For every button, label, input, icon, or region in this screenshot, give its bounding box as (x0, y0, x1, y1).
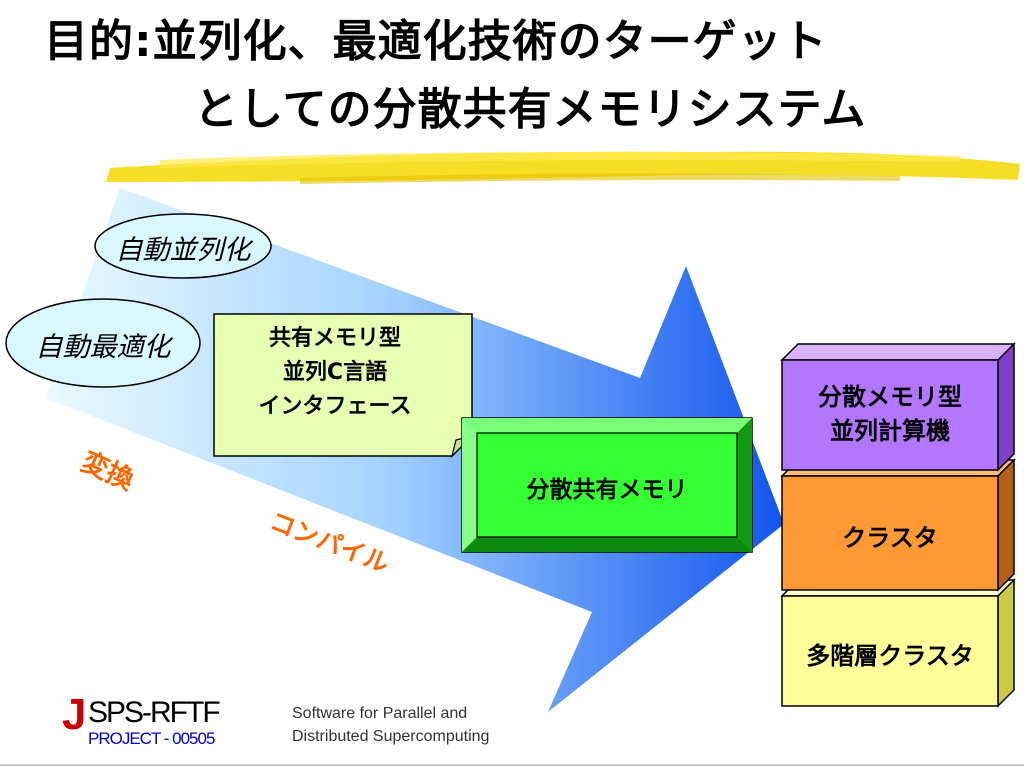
note-line-2: 並列C言語 (282, 360, 388, 385)
title-line-1: 目的:並列化、最適化技術のターゲット (44, 16, 828, 67)
center-box-frame (461, 417, 753, 553)
center-box-label: 分散共有メモリ (526, 477, 688, 503)
stack-top-line-2: 並列計算機 (830, 417, 950, 445)
footer-divider (0, 764, 1024, 766)
stack-middle-box (780, 458, 1016, 592)
footer-caption-line-1: Software for Parallel and (292, 705, 468, 722)
title-line-2: としての分散共有メモリシステム (194, 84, 867, 135)
note-line-3: インタフェース (258, 394, 412, 419)
logo-initial: J (62, 690, 87, 739)
title-highlight (106, 151, 1020, 184)
interface-note-text: 共有メモリ型 並列C言語 インタフェース (218, 322, 452, 424)
note-line-1: 共有メモリ型 (268, 326, 401, 351)
oval-auto-optimize (5, 298, 201, 388)
oval-auto-parallel (94, 213, 272, 279)
footer-caption-line-2: Distributed Supercomputing (292, 728, 490, 745)
oval-auto-parallel-label: 自動並列化 (115, 235, 251, 266)
stack-bottom-label: 多階層クラスタ (806, 642, 974, 670)
stack-middle-label: クラスタ (842, 524, 938, 552)
stack-top-line-1: 分散メモリ型 (818, 383, 962, 411)
oval-auto-optimize-label: 自動最適化 (35, 332, 171, 363)
stack-top-label: 分散メモリ型 並列計算機 (782, 380, 998, 448)
logo-main: SPS-RFTF (88, 696, 221, 729)
stack-top-box (780, 342, 1016, 472)
logo-sub: PROJECT - 00505 (88, 729, 215, 748)
footer-caption: Software for Parallel and Distributed Su… (292, 702, 489, 748)
